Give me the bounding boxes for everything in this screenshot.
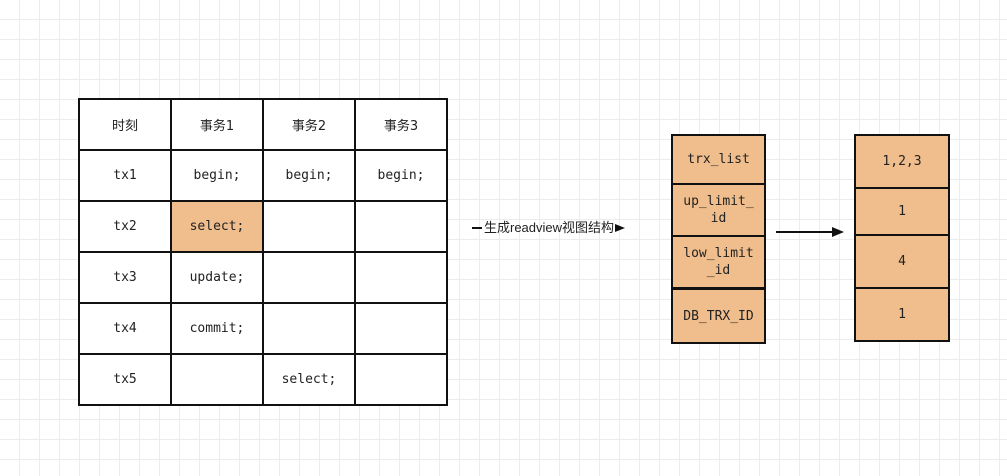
readview-field-up-limit-id: up_limit_ id xyxy=(683,194,754,226)
tx1-cell: commit; xyxy=(170,302,264,355)
tx2-cell xyxy=(262,200,356,253)
time-cell: tx4 xyxy=(78,302,172,355)
divider xyxy=(673,235,764,237)
value-db-trx-id: 1 xyxy=(898,307,906,322)
tx3-cell xyxy=(354,200,448,253)
right-arrow-icon xyxy=(776,227,844,237)
readview-field-low-limit-id: low_limit _id xyxy=(683,246,754,278)
header-tx3: 事务3 xyxy=(354,98,448,151)
tx2-cell xyxy=(262,302,356,355)
tx1-cell: begin; xyxy=(170,149,264,202)
tx2-cell xyxy=(262,251,356,304)
divider xyxy=(856,187,948,189)
table-row: tx3 update; xyxy=(78,251,448,304)
table-row: tx2 select; xyxy=(78,200,448,253)
readview-structure: trx_list up_limit_ id low_limit _id DB_T… xyxy=(671,134,766,344)
arrow-head-icon xyxy=(615,224,626,232)
tx2-cell: select; xyxy=(262,353,356,406)
tx1-cell xyxy=(170,353,264,406)
generate-readview-label: 生成readview视图结构 xyxy=(484,220,615,235)
arrow-tail-line xyxy=(472,227,482,229)
generate-readview-arrow: 生成readview视图结构 xyxy=(472,219,626,237)
divider xyxy=(856,234,948,236)
tx3-cell: begin; xyxy=(354,149,448,202)
time-cell: tx3 xyxy=(78,251,172,304)
table-row: tx1 begin; begin; begin; xyxy=(78,149,448,202)
tx1-cell-highlighted: select; xyxy=(170,200,264,253)
readview-field-db-trx-id: DB_TRX_ID xyxy=(683,308,754,324)
tx2-cell: begin; xyxy=(262,149,356,202)
time-cell: tx5 xyxy=(78,353,172,406)
tx3-cell xyxy=(354,353,448,406)
table-row: tx4 commit; xyxy=(78,302,448,355)
header-tx2: 事务2 xyxy=(262,98,356,151)
table-header-row: 时刻 事务1 事务2 事务3 xyxy=(78,98,448,151)
divider xyxy=(673,287,764,290)
tx3-cell xyxy=(354,302,448,355)
time-cell: tx2 xyxy=(78,200,172,253)
time-cell: tx1 xyxy=(78,149,172,202)
value-low-limit-id: 4 xyxy=(898,254,906,269)
divider xyxy=(856,287,948,289)
header-time: 时刻 xyxy=(78,98,172,151)
header-tx1: 事务1 xyxy=(170,98,264,151)
readview-values: 1,2,3 1 4 1 xyxy=(854,134,950,342)
timeline-table: 时刻 事务1 事务2 事务3 tx1 begin; begin; begin; … xyxy=(78,98,448,406)
table-row: tx5 select; xyxy=(78,353,448,406)
value-trx-list: 1,2,3 xyxy=(882,154,922,169)
divider xyxy=(673,183,764,185)
tx1-cell: update; xyxy=(170,251,264,304)
value-up-limit-id: 1 xyxy=(898,204,906,219)
tx3-cell xyxy=(354,251,448,304)
readview-field-trx-list: trx_list xyxy=(687,152,750,167)
